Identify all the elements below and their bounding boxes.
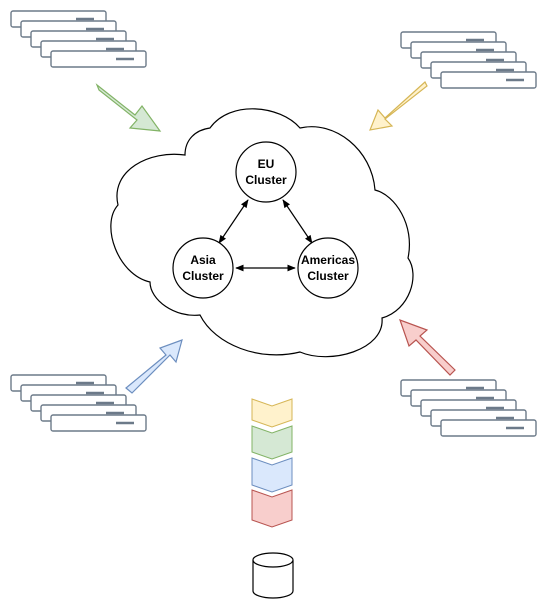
message-queue <box>251 398 293 528</box>
yellow-arrow <box>369 81 428 131</box>
server-stack-bottom-right <box>400 379 537 437</box>
americas-cluster-node[interactable]: Americas Cluster <box>297 237 359 299</box>
queue-segment-yellow <box>251 398 293 428</box>
server-stack-top-right <box>400 31 537 89</box>
server-stack-top-left <box>10 10 147 68</box>
server-unit <box>440 71 537 89</box>
server-unit <box>50 50 147 68</box>
asia-cluster-node[interactable]: Asia Cluster <box>172 237 234 299</box>
server-unit <box>50 414 147 432</box>
server-unit <box>440 419 537 437</box>
americas-cluster-label-2: Cluster <box>307 269 349 283</box>
americas-cluster-label-1: Americas <box>301 253 355 267</box>
link-eu-asia <box>218 199 249 244</box>
eu-cluster-node[interactable]: EU Cluster <box>235 141 297 203</box>
eu-cluster-label-1: EU <box>258 157 275 171</box>
eu-cluster-label-2: Cluster <box>245 173 287 187</box>
queue-segment-blue <box>251 457 293 493</box>
queue-segment-green <box>251 425 293 460</box>
asia-cluster-label-1: Asia <box>190 253 216 267</box>
server-stack-bottom-left <box>10 374 147 432</box>
asia-cluster-label-2: Cluster <box>182 269 224 283</box>
green-arrow <box>95 83 162 132</box>
blue-arrow <box>125 339 183 394</box>
database-icon <box>252 552 294 599</box>
link-eu-americas <box>282 199 313 244</box>
red-arrow <box>399 318 456 376</box>
queue-segment-red <box>251 489 293 528</box>
